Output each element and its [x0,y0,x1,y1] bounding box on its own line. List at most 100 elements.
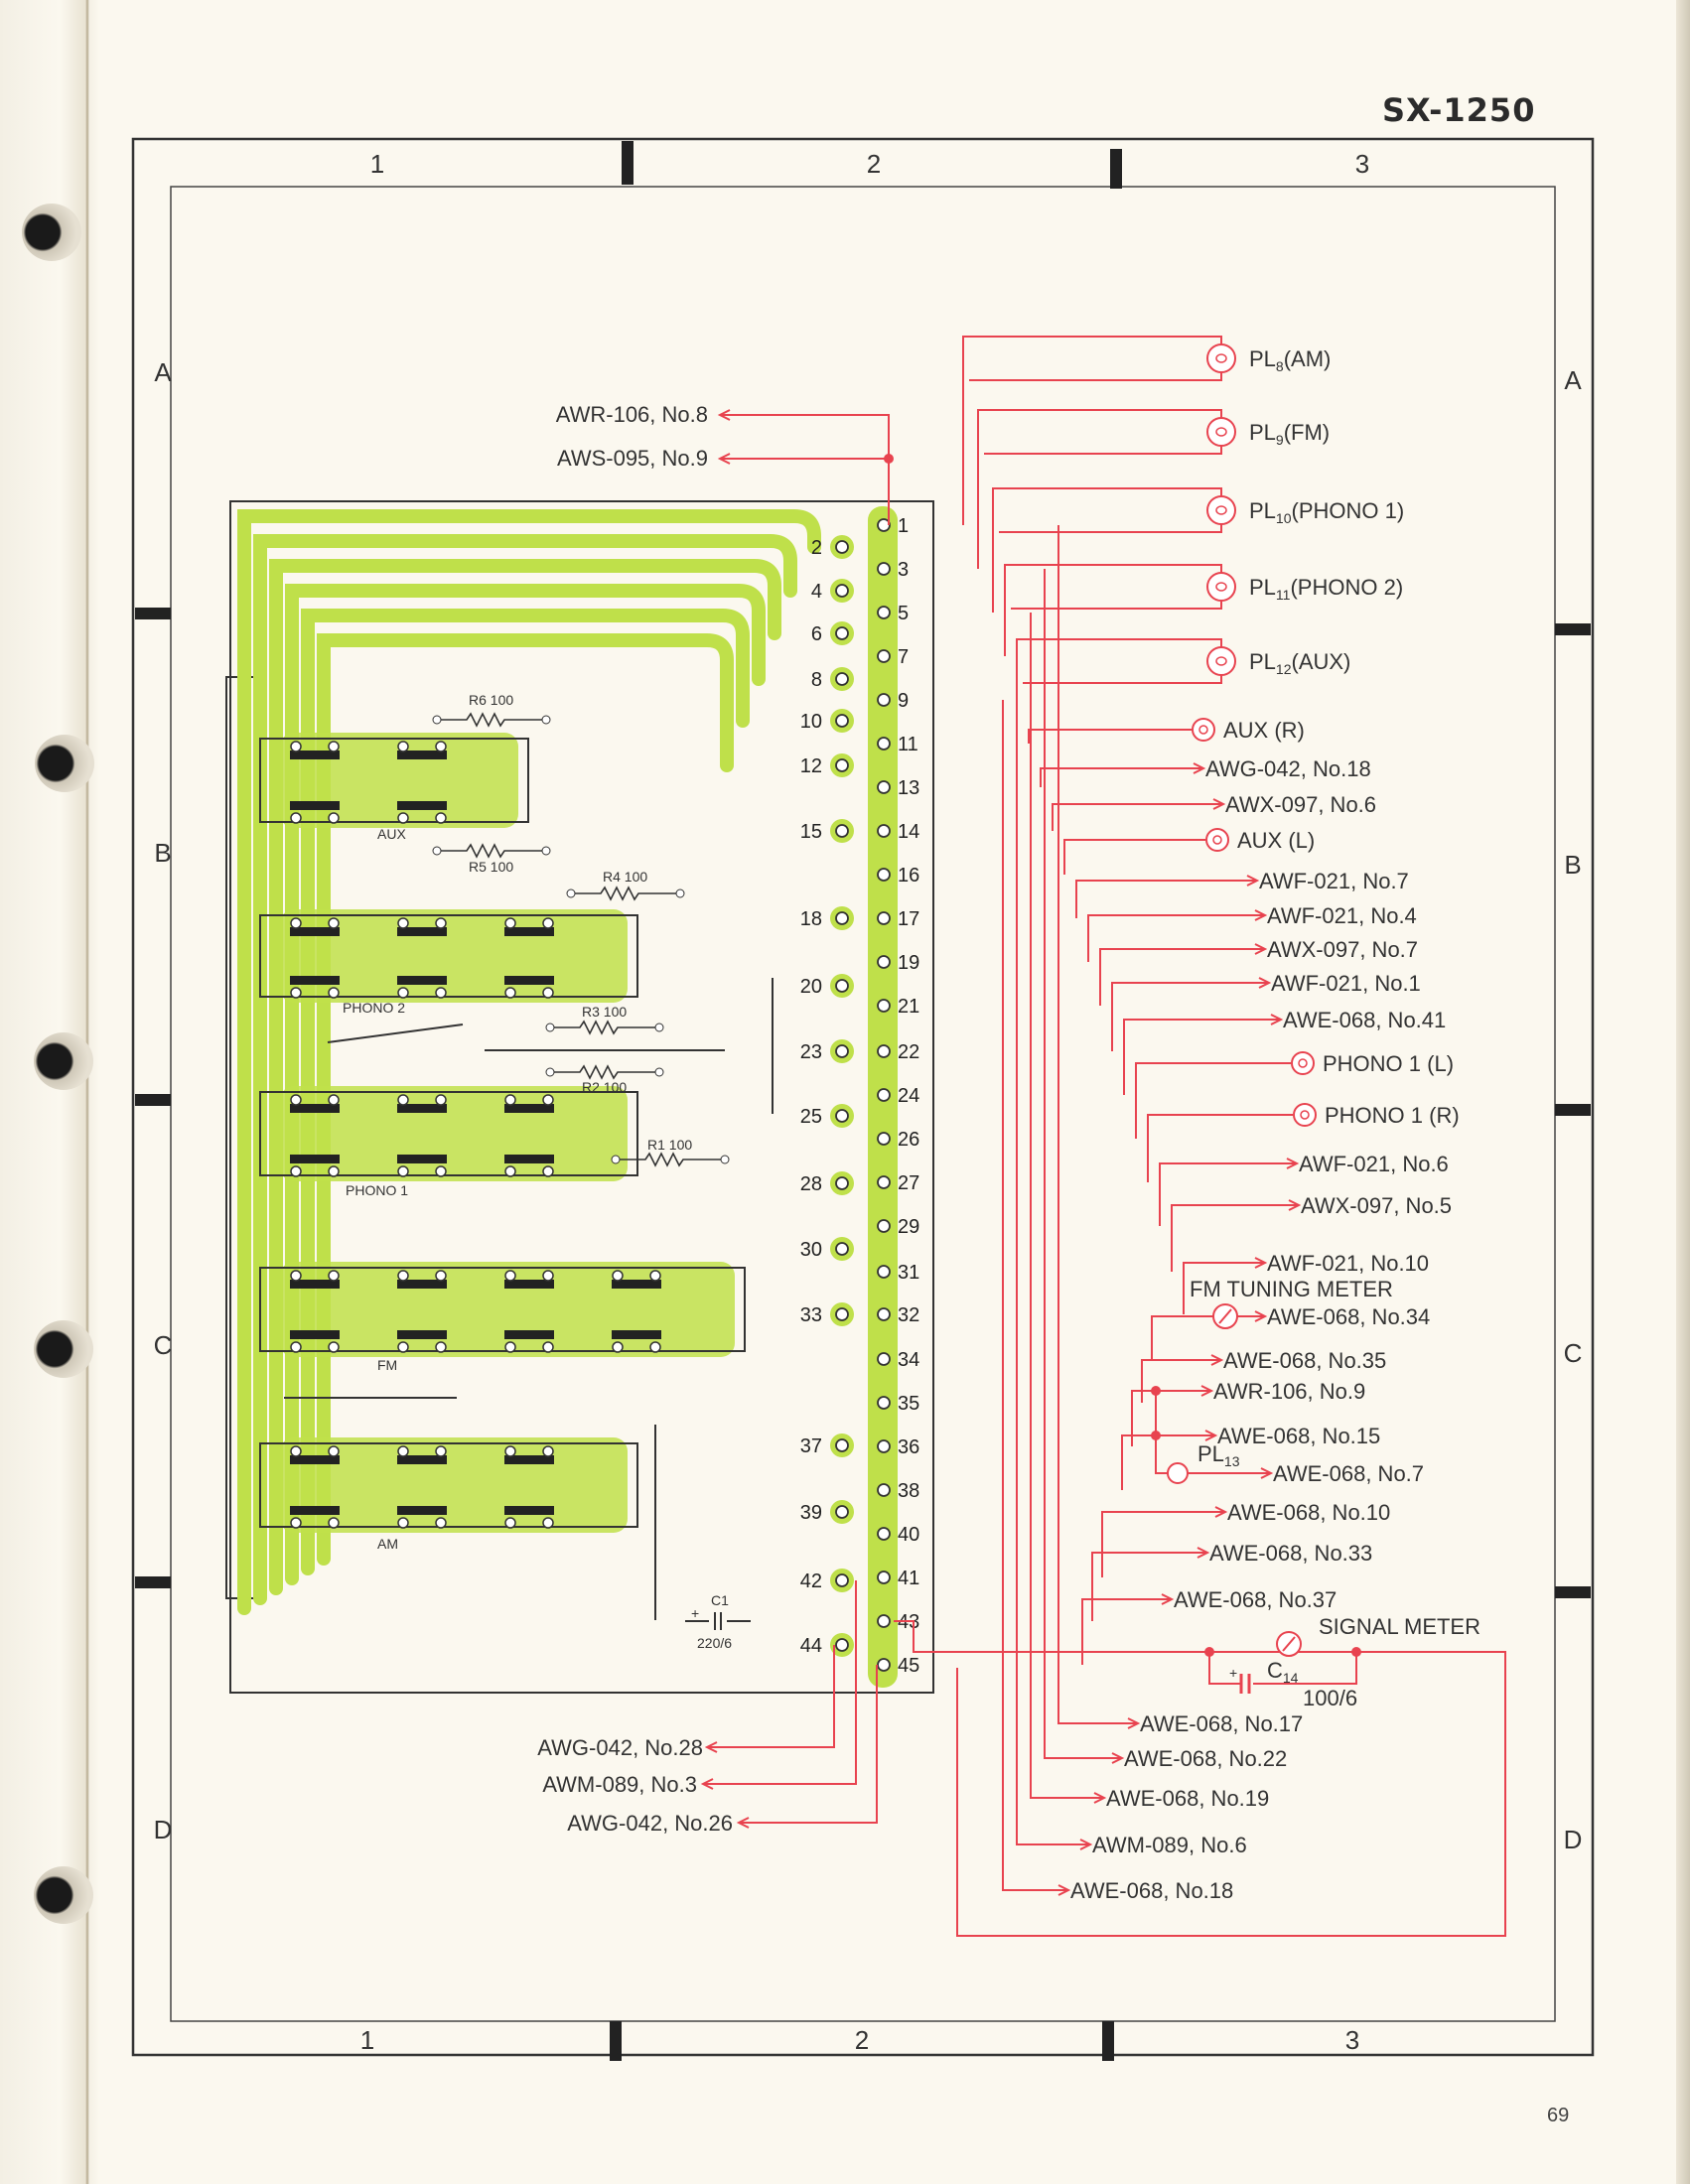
pilot-lamp-icon [1206,572,1236,602]
pin-hole [877,737,891,751]
zone-divider [1555,623,1591,635]
meter-caption: FM TUNING METER [1190,1277,1393,1301]
pin-hole [835,824,849,838]
pin-number: 33 [800,1304,822,1326]
wire [1135,1062,1291,1139]
pin-number: 25 [800,1106,822,1128]
wire [1002,700,1068,1891]
switch-contact [290,1455,340,1464]
copper-trace [317,633,734,1566]
connection-label: AWX-097, No.5 [1301,1193,1452,1218]
pin-hole [290,917,302,929]
grid-column-label: 1 [360,2025,374,2055]
pin-hole [877,868,891,882]
pin-hole [435,1341,447,1353]
jack-center [1212,835,1222,845]
pin-hole [435,1165,447,1177]
wire [1099,948,1265,1006]
arrow-head [1286,1158,1300,1169]
switch-label: PHONO 2 [343,1000,405,1016]
connection-label: AWE-068, No.18 [1070,1878,1233,1903]
connection-label: AWR-106, No.8 [556,402,708,427]
pin-hole [290,1094,302,1106]
pin-hole [290,1517,302,1529]
pin-hole [877,780,891,794]
pin-hole [545,1023,555,1032]
jack-icon [1293,1103,1317,1127]
pin-hole [435,741,447,752]
binder-hole [22,204,81,261]
grid-row-label: A [154,357,172,387]
jack-label: PHONO 1 (L) [1323,1051,1454,1076]
page-edge [1676,0,1690,2184]
pilot-lamp-icon [1206,343,1236,373]
wire [1183,1262,1265,1314]
pin-hole [835,1438,849,1452]
pin-number: 8 [811,669,822,691]
pin-number: 9 [898,690,909,712]
resistor-symbol [550,1020,659,1035]
arrow-head [1270,1014,1284,1025]
wire [1057,525,1138,1724]
jack-label: AUX (R) [1223,718,1305,743]
arrow-head [1204,1430,1218,1441]
connection-label: AWE-068, No.19 [1106,1786,1269,1811]
meter-needle [1282,1636,1296,1652]
pin-hole [877,1396,891,1410]
pin-hole [877,693,891,707]
pin-number: 14 [898,821,919,843]
connection-label: AWS-095, No.9 [557,446,708,471]
switch-contact [290,1506,340,1515]
arrow-head [704,1741,718,1753]
resistor-label: R5 100 [469,859,513,875]
grid-row-label: B [154,838,171,868]
arrow-head [717,409,731,421]
resistor-symbol [437,712,546,728]
pin-hole [542,1165,554,1177]
switch-contact [504,927,554,936]
arrow-head [1254,943,1268,955]
pin-number: 45 [898,1655,919,1677]
jack-center [1298,1058,1308,1068]
arrow-head [1212,798,1226,810]
pin-hole [545,1067,555,1077]
pin-hole [328,1341,340,1353]
pin-hole [877,911,891,925]
pin-hole [542,987,554,999]
pin-hole [397,1341,409,1353]
junction-dot [1151,1386,1161,1396]
zone-divider [622,141,634,185]
pin-hole [542,1270,554,1282]
switch-outline [259,738,529,823]
binder-hole [34,1320,93,1378]
switch-contact [397,1455,447,1464]
arrow-head [1254,1257,1268,1269]
switch-contact [397,927,447,936]
wire [1208,1652,1357,1685]
pin-hole [877,1132,891,1146]
polarity-mark: + [1229,1665,1237,1681]
lamp-filament [1215,353,1227,363]
resistor-symbol [437,843,546,859]
arrow-head [736,1817,750,1829]
pin-hole [541,715,551,725]
pin-hole [432,846,442,856]
pin-hole [612,1341,624,1353]
switch-contact [290,801,340,810]
jack-label: AUX (L) [1237,828,1315,853]
pin-number: 13 [898,777,919,799]
resistor-symbol [571,886,680,901]
arrow-head [1200,1385,1214,1397]
pin-number: 4 [811,581,822,603]
pin-number: 31 [898,1262,919,1284]
pin-hole [542,1341,554,1353]
resistor-symbol [616,1152,725,1167]
switch-contact [397,751,447,759]
pin-hole [675,888,685,898]
wire [1016,638,1222,700]
connection-label: AWF-021, No.1 [1271,971,1421,996]
pin-number: 32 [898,1304,919,1326]
wire [1123,1019,1281,1095]
pin-number: 12 [800,755,822,777]
capacitor-label: C1 [711,1592,729,1608]
